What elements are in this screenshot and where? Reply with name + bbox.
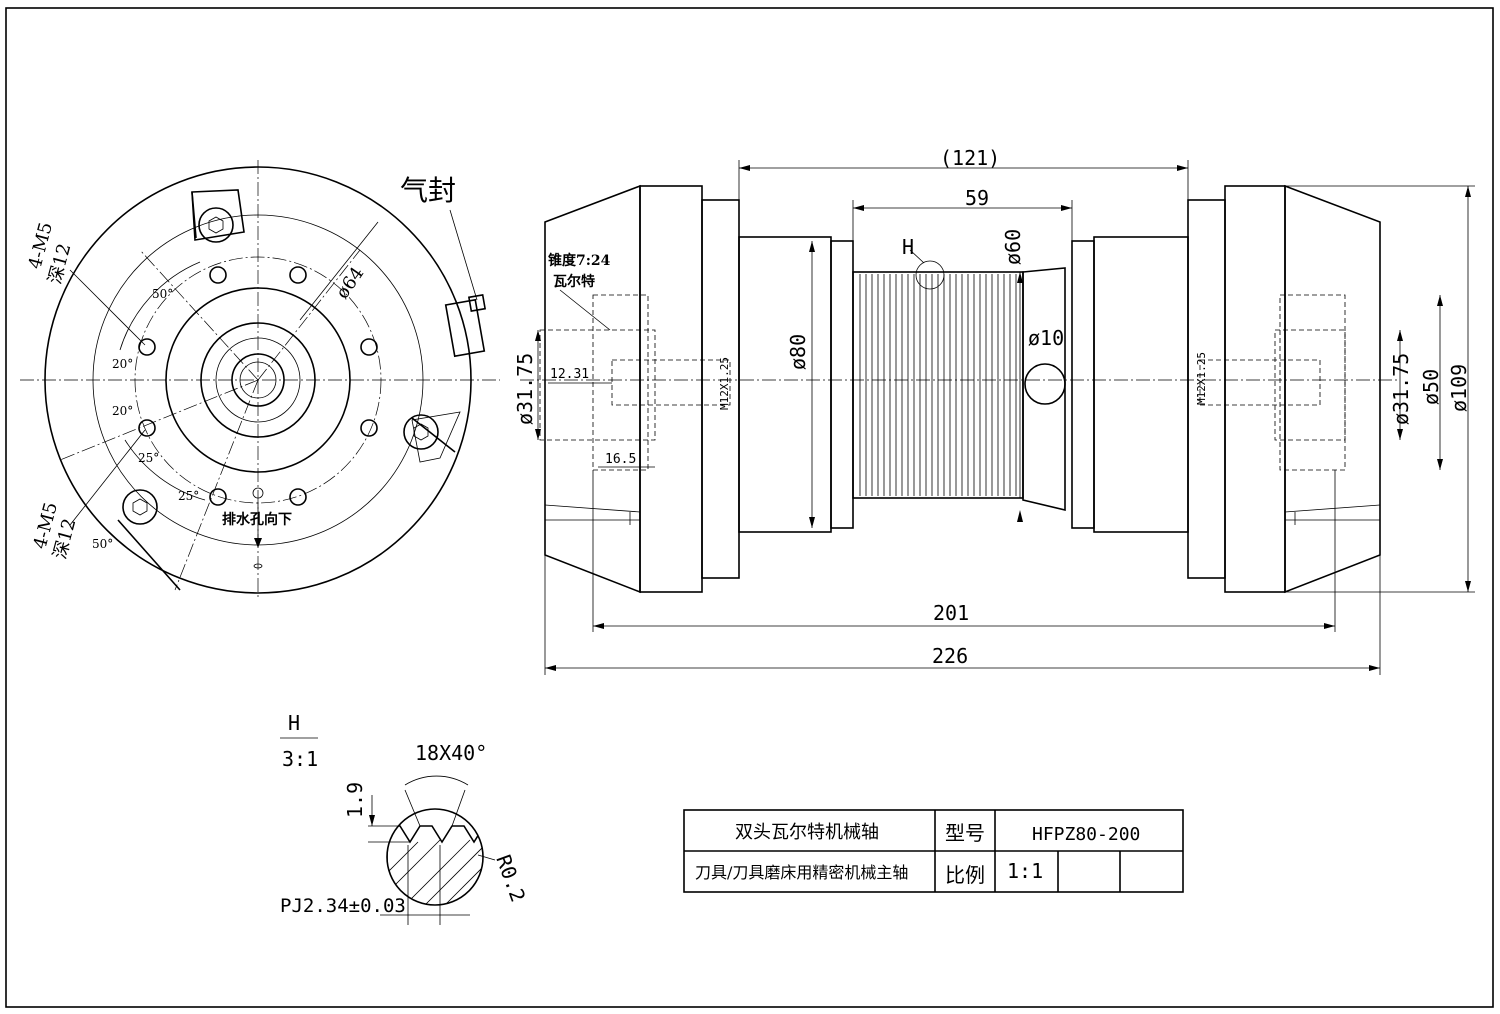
angle-50-top: 50° <box>152 287 173 301</box>
dim-31-75-left: ø31.75 <box>513 353 537 425</box>
side-view: (121) 59 H ø60 锥度7:24 瓦尔特 ø80 ø10 ø31.75… <box>513 146 1475 675</box>
air-seal-fitting <box>444 209 487 358</box>
front-view: 气封 4-M5 深12 4-M5 深12 ø64 50° 20° 20° 25°… <box>20 160 500 600</box>
title-scale-value: 1:1 <box>1007 859 1043 883</box>
dimension-arrows <box>535 165 1471 671</box>
outer-flange <box>44 166 472 594</box>
detail-title: H <box>288 711 300 735</box>
dim-64: ø64 <box>332 263 369 303</box>
bolt-head-top <box>198 207 234 243</box>
dim-10: ø10 <box>1028 326 1064 350</box>
walter-label: 瓦尔特 <box>553 273 595 290</box>
bolt-head-bottom <box>122 489 158 525</box>
thread-left: M12X1.25 <box>718 357 731 410</box>
drain-label: 排水孔向下 <box>222 511 292 528</box>
title-description: 刀具/刀具磨床用精密机械主轴 <box>695 863 908 882</box>
left-taper <box>544 184 641 594</box>
angle-25-b: 25° <box>178 489 199 503</box>
angle-20-b: 20° <box>112 404 133 418</box>
detail-h-mark: H <box>902 235 914 259</box>
title-name: 双头瓦尔特机械轴 <box>735 822 879 843</box>
detail-h: H 3:1 18X40° 1.9 R0.2 PJ2.34±0.03 <box>280 711 530 925</box>
angle-50-bottom: 50° <box>92 537 113 551</box>
air-seal-label: 气封 <box>400 174 456 207</box>
detail-scale: 3:1 <box>282 747 318 771</box>
dim-121: (121) <box>940 146 1000 170</box>
title-model: HFPZ80-200 <box>1032 824 1140 845</box>
dim-201: 201 <box>933 601 969 625</box>
dim-60: ø60 <box>1001 229 1025 265</box>
title-type-label: 型号 <box>945 821 985 845</box>
angle-20-a: 20° <box>112 357 133 371</box>
bolt-head-right <box>403 414 439 450</box>
detail-pitch: PJ2.34±0.03 <box>280 895 406 917</box>
dim-50: ø50 <box>1419 369 1443 405</box>
detail-radius: R0.2 <box>491 852 530 905</box>
detail-groove: 18X40° <box>415 741 487 765</box>
taper-label: 锥度7:24 <box>548 252 611 269</box>
detail-depth: 1.9 <box>343 782 367 818</box>
hole-10 <box>1024 363 1066 405</box>
angle-25-a: 25° <box>138 451 159 465</box>
right-taper <box>1284 184 1381 594</box>
title-block: 双头瓦尔特机械轴 型号 HFPZ80-200 刀具/刀具磨床用精密机械主轴 比例… <box>683 809 1184 893</box>
dim-109: ø109 <box>1447 364 1471 412</box>
dim-16-5: 16.5 <box>605 452 636 467</box>
dim-80: ø80 <box>786 334 810 370</box>
thread-right: M12X1.25 <box>1195 352 1208 405</box>
dim-59: 59 <box>965 186 989 210</box>
dim-12-31: 12.31 <box>550 367 589 382</box>
dim-31-75-right: ø31.75 <box>1389 353 1413 425</box>
sheet-border <box>5 7 1494 1008</box>
dim-226: 226 <box>932 644 968 668</box>
title-scale-label: 比例 <box>945 863 985 887</box>
